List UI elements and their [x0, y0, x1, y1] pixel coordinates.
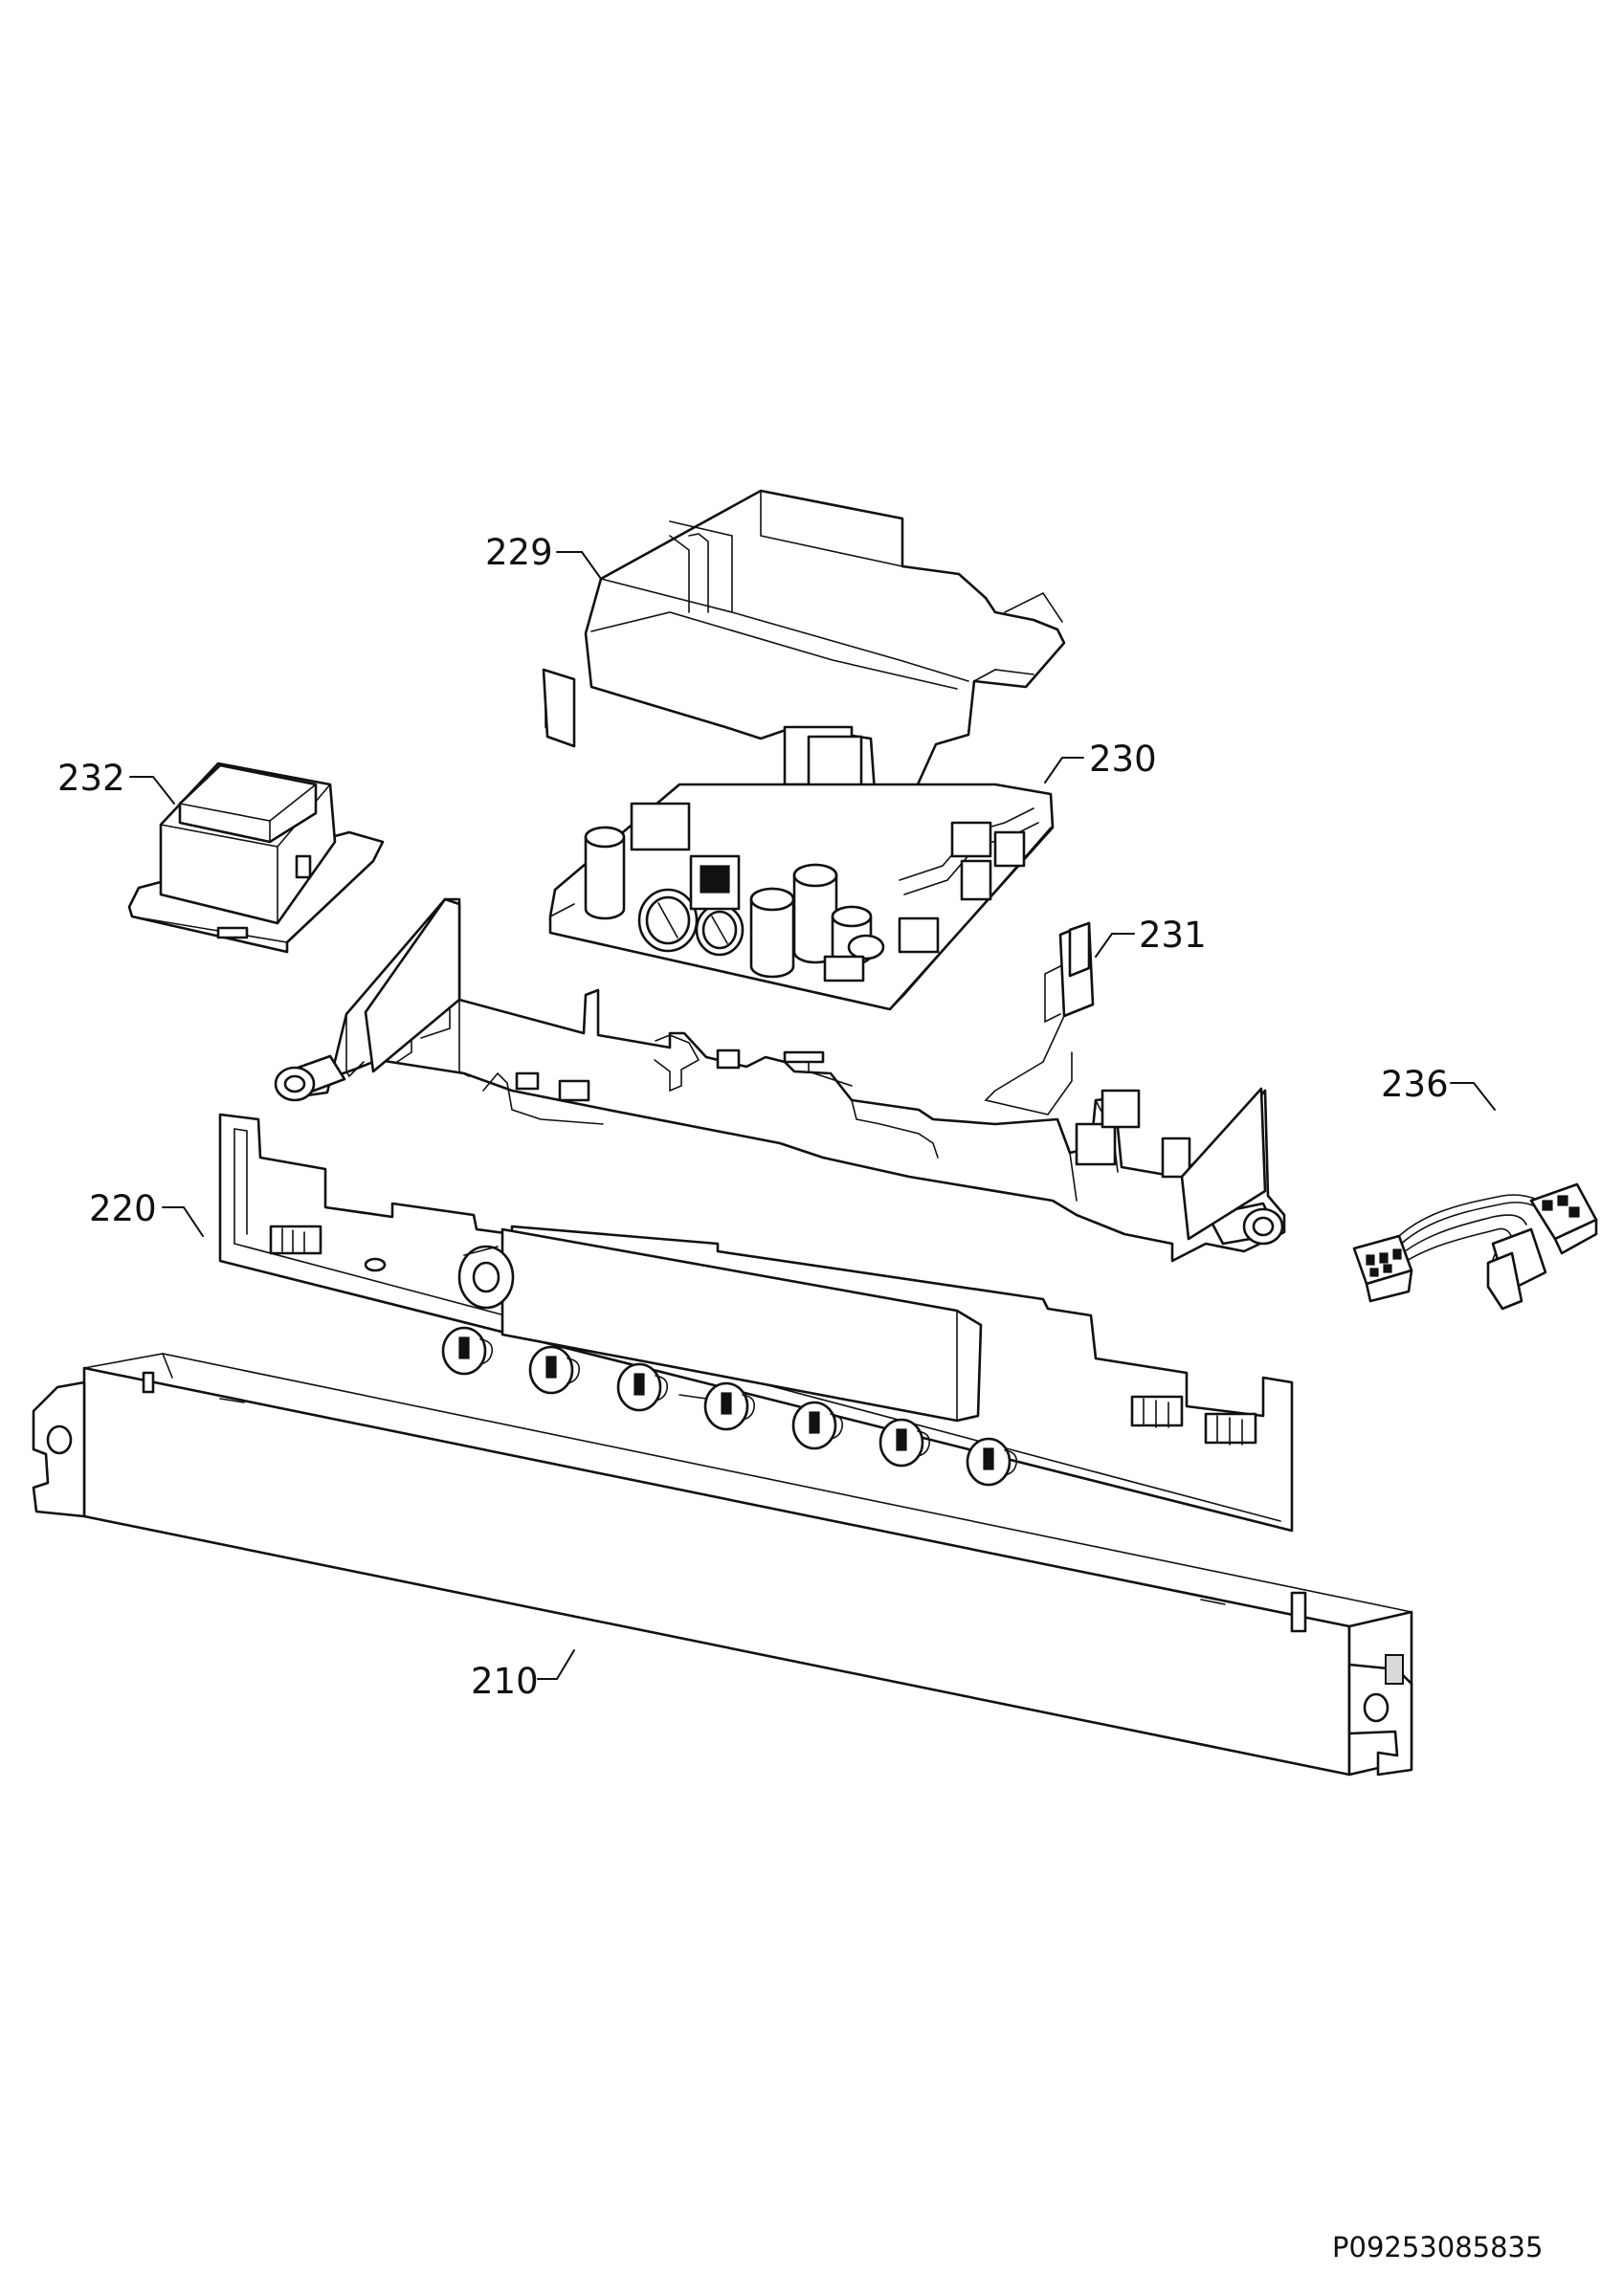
part-210-fascia-panel — [32, 1353, 1413, 1777]
key-button — [678, 1381, 756, 1431]
key-button — [528, 1345, 581, 1395]
pcb-knob — [637, 888, 745, 957]
key-button — [791, 1401, 844, 1450]
housing-frame — [274, 897, 1286, 1263]
callout-210: 210 — [471, 1661, 539, 1702]
pcb-capacitor — [584, 826, 885, 979]
callout-236: 236 — [1381, 1064, 1449, 1105]
part-229-cover — [542, 489, 1066, 827]
callout-220: 220 — [89, 1188, 157, 1229]
left-hinge-pin — [274, 1054, 346, 1102]
part-220-keypad-board — [218, 1113, 1294, 1533]
callout-231: 231 — [1139, 915, 1207, 956]
drawing-reference-number: P09253085835 — [1332, 2231, 1543, 2263]
part-230-pcb — [548, 783, 1055, 1011]
part-231-bracket — [984, 921, 1095, 1115]
callout-229: 229 — [485, 532, 553, 573]
buzzer — [457, 1245, 515, 1310]
key-button — [966, 1437, 1018, 1487]
leader-lines — [129, 551, 1496, 1680]
key-button — [441, 1326, 494, 1376]
part-236-wiring-harness — [1352, 1182, 1598, 1311]
callout-232: 232 — [57, 758, 125, 799]
key-button — [878, 1418, 931, 1468]
callout-230: 230 — [1089, 739, 1157, 780]
key-button — [616, 1362, 669, 1412]
part-232-transformer — [127, 762, 385, 954]
